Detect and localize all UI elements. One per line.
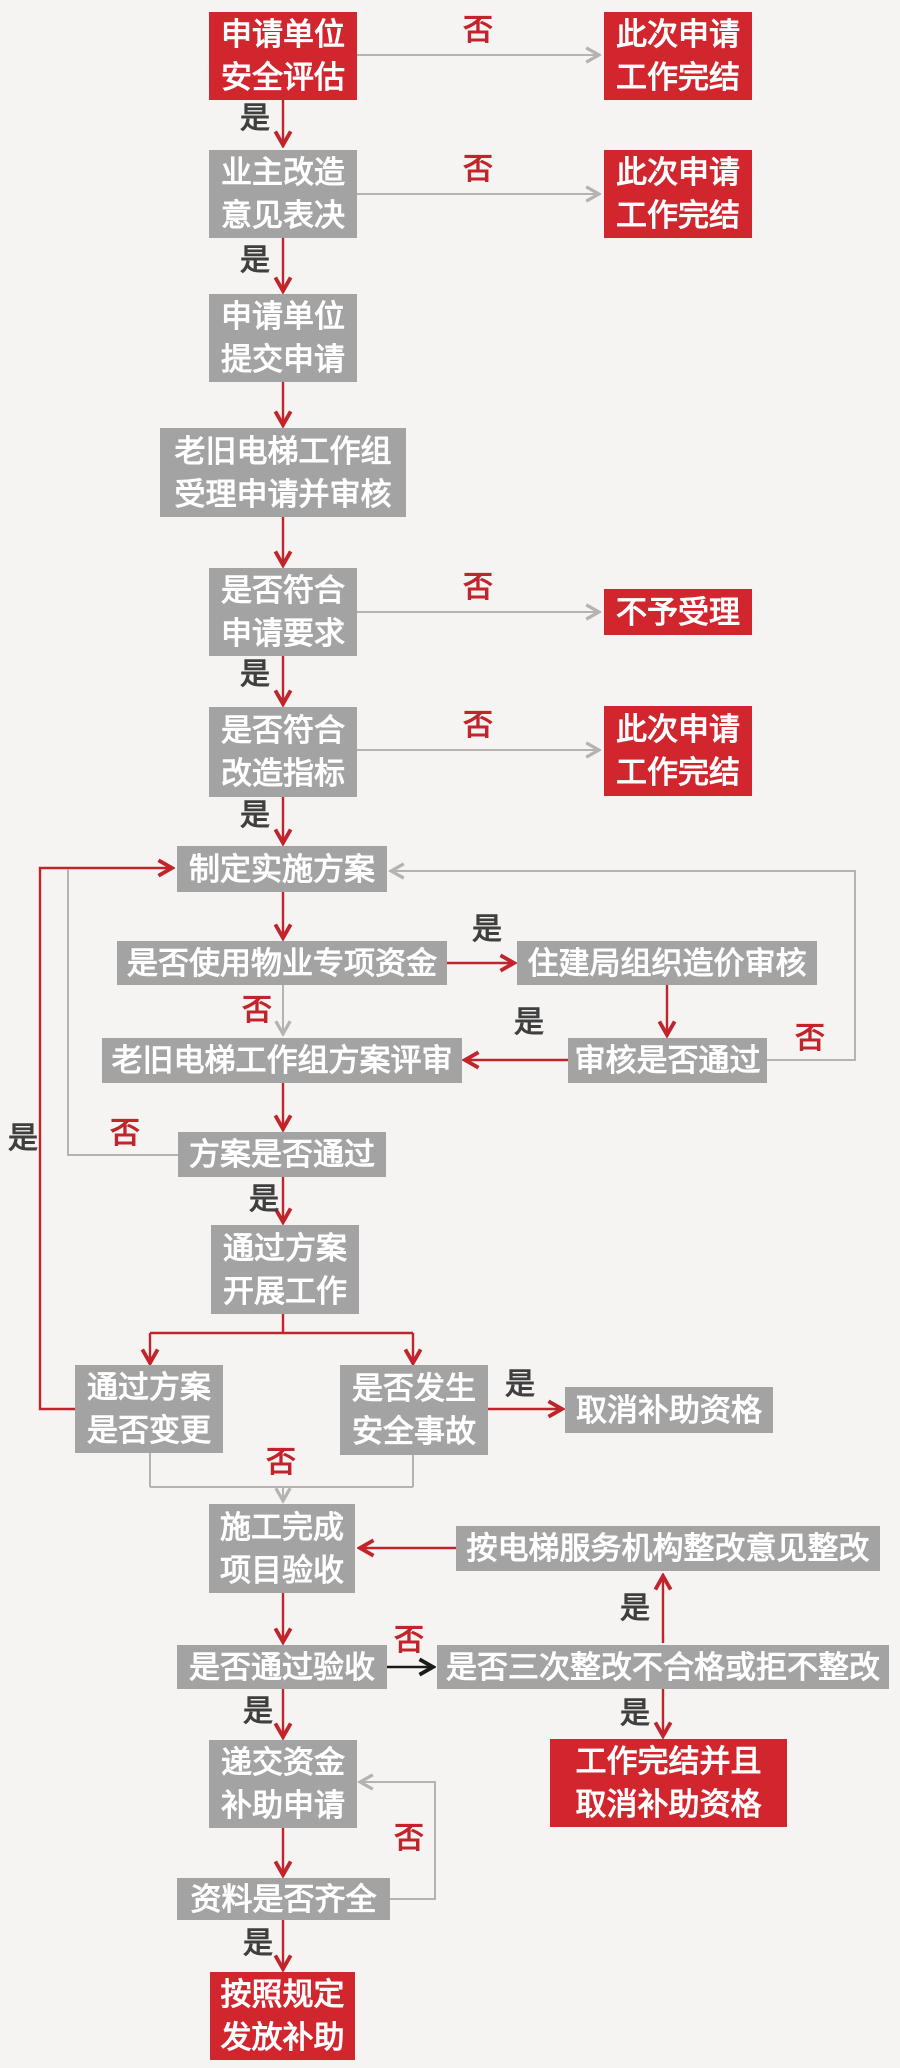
edge-label-no-plan-pass: 否 <box>110 1117 140 1150</box>
edge-label-yes-property-fund: 是 <box>472 913 502 946</box>
edge-label-yes-plan-changed: 是 <box>8 1122 38 1155</box>
edge-label-yes-requirements: 是 <box>240 658 270 691</box>
edge-label-no-owner-vote: 否 <box>463 153 493 186</box>
node-plan-pass: 方案是否通过 <box>178 1132 386 1177</box>
node-submit-subsidy: 递交资金 补助申请 <box>209 1740 357 1828</box>
edge-label-no-quota: 否 <box>463 709 493 742</box>
edge-label-yes-materials: 是 <box>243 1927 273 1960</box>
node-end-application-2: 此次申请 工作完结 <box>604 150 752 238</box>
edge-label-yes-safety-assess: 是 <box>240 102 270 135</box>
node-materials-complete: 资料是否齐全 <box>177 1878 390 1920</box>
edge-label-yes-accident: 是 <box>505 1368 535 1401</box>
edge-label-yes-plan-pass: 是 <box>249 1183 279 1216</box>
node-safety-accident: 是否发生 安全事故 <box>340 1365 488 1455</box>
edge-label-no-safety-assess: 否 <box>463 14 493 47</box>
node-rectify: 按电梯服务机构整改意见整改 <box>456 1526 880 1571</box>
node-three-fails: 是否三次整改不合格或拒不整改 <box>437 1645 889 1689</box>
edge-label-yes-rectify-up: 是 <box>620 1592 650 1625</box>
node-meet-quota: 是否符合 改造指标 <box>209 707 357 797</box>
edge-label-yes-acceptance: 是 <box>243 1695 273 1728</box>
node-construction-done: 施工完成 项目验收 <box>209 1504 355 1593</box>
node-plan-review: 老旧电梯工作组方案评审 <box>102 1038 462 1083</box>
edge-label-yes-cost-pass: 是 <box>514 1006 544 1039</box>
node-meet-requirements: 是否符合 申请要求 <box>209 568 357 656</box>
node-workgroup-review: 老旧电梯工作组 受理申请并审核 <box>160 428 406 517</box>
node-grant-subsidy: 按照规定 发放补助 <box>210 1972 355 2060</box>
edge-label-no-materials: 否 <box>394 1822 424 1855</box>
node-cost-review: 住建局组织造价审核 <box>517 941 817 985</box>
edge-label-no-acceptance: 否 <box>394 1624 424 1657</box>
edge-label-no-property-fund: 否 <box>242 994 272 1027</box>
edge-label-yes-owner-vote: 是 <box>240 244 270 277</box>
node-safety-assess: 申请单位 安全评估 <box>209 12 357 100</box>
edge-label-no-requirements: 否 <box>463 571 493 604</box>
node-end-application-3: 此次申请 工作完结 <box>604 706 752 796</box>
node-start-work: 通过方案 开展工作 <box>211 1225 359 1314</box>
node-end-application-1: 此次申请 工作完结 <box>604 12 752 100</box>
node-reject: 不予受理 <box>604 589 752 635</box>
node-end-cancel: 工作完结并且 取消补助资格 <box>550 1739 787 1827</box>
node-plan-changed: 通过方案 是否变更 <box>75 1365 223 1453</box>
edge-label-yes-three-fails: 是 <box>620 1697 650 1730</box>
node-owner-vote: 业主改造 意见表决 <box>209 150 357 238</box>
edge-label-no-merge: 否 <box>266 1446 296 1479</box>
node-cancel-subsidy: 取消补助资格 <box>565 1387 773 1433</box>
edge-label-no-cost-pass: 否 <box>795 1022 825 1055</box>
node-cost-pass: 审核是否通过 <box>568 1038 767 1083</box>
node-make-plan: 制定实施方案 <box>177 846 387 892</box>
edge-label-yes-quota: 是 <box>240 799 270 832</box>
node-pass-acceptance: 是否通过验收 <box>177 1645 387 1689</box>
node-use-property-fund: 是否使用物业专项资金 <box>117 941 447 985</box>
node-submit-apply: 申请单位 提交申请 <box>209 294 357 382</box>
